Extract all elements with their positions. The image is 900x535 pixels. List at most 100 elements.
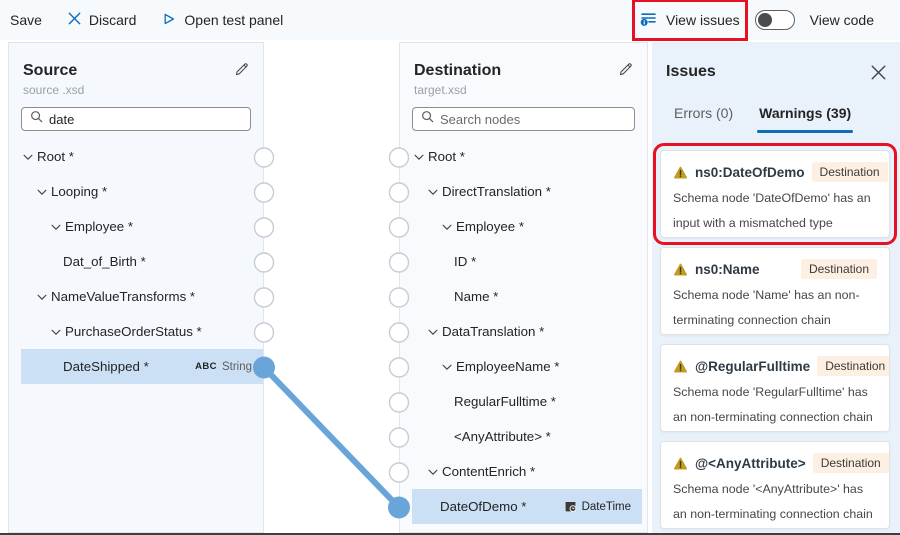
play-icon bbox=[162, 12, 176, 29]
data-type-badge: DateTime bbox=[564, 500, 642, 513]
issue-node-name: @RegularFulltime bbox=[695, 358, 811, 374]
close-icon[interactable] bbox=[871, 65, 886, 80]
view-code-toggle[interactable] bbox=[754, 10, 795, 30]
issue-message: Schema node 'RegularFulltime' has an non… bbox=[673, 385, 873, 424]
chevron-down-icon[interactable] bbox=[412, 150, 428, 164]
view-issues-button[interactable]: View issues bbox=[632, 0, 748, 41]
chevron-down-icon[interactable] bbox=[49, 325, 65, 339]
warning-icon bbox=[673, 262, 688, 277]
data-type-badge: ABC String bbox=[195, 361, 263, 373]
tree-node[interactable]: DirectTranslation * bbox=[412, 174, 642, 209]
open-test-panel-label: Open test panel bbox=[184, 12, 284, 28]
issue-node-name: @<AnyAttribute> bbox=[695, 455, 806, 471]
issue-message: Schema node 'Name' has an non-terminatin… bbox=[673, 288, 860, 327]
source-search-input[interactable] bbox=[49, 111, 242, 127]
destination-search-input[interactable] bbox=[440, 111, 626, 127]
tree-node[interactable]: NameValueTransforms * bbox=[21, 279, 263, 314]
chevron-down-icon[interactable] bbox=[35, 185, 51, 199]
calendar-clock-icon bbox=[564, 500, 577, 513]
tree-node[interactable]: Employee * bbox=[21, 209, 263, 244]
tree-node-label: Root * bbox=[37, 149, 74, 164]
edit-source-schema-button[interactable] bbox=[234, 62, 249, 80]
issue-message: Schema node '<AnyAttribute>' has an non-… bbox=[673, 482, 873, 521]
tree-node[interactable]: Dat_of_Birth * bbox=[21, 244, 263, 279]
tree-node-label: DataTranslation * bbox=[442, 324, 545, 339]
chevron-down-icon[interactable] bbox=[426, 325, 442, 339]
tree-node-label: Employee * bbox=[65, 219, 133, 234]
tree-node-label: PurchaseOrderStatus * bbox=[65, 324, 202, 339]
tree-node-label: DateOfDemo * bbox=[440, 499, 527, 514]
issue-scope-badge: Destination bbox=[811, 162, 888, 182]
tree-node[interactable]: ID * bbox=[412, 244, 642, 279]
destination-panel-title: Destination bbox=[414, 62, 502, 79]
data-type-label: DateTime bbox=[581, 500, 631, 513]
chevron-down-icon[interactable] bbox=[440, 360, 456, 374]
open-test-panel-button[interactable]: Open test panel bbox=[162, 7, 283, 33]
tree-node[interactable]: PurchaseOrderStatus * bbox=[21, 314, 263, 349]
tree-node-label: EmployeeName * bbox=[456, 359, 560, 374]
tree-node[interactable]: <AnyAttribute> * bbox=[412, 419, 642, 454]
toggle-knob bbox=[757, 13, 772, 27]
search-icon bbox=[421, 110, 434, 128]
source-panel: Source source .xsd Root * Looping * Employ… bbox=[8, 42, 264, 533]
dismiss-icon bbox=[68, 12, 81, 28]
tree-node[interactable]: Root * bbox=[412, 139, 642, 174]
data-type-label: String bbox=[221, 360, 252, 373]
tree-node-label: RegularFulltime * bbox=[454, 394, 556, 409]
source-schema-filename: source .xsd bbox=[23, 83, 85, 97]
tree-node[interactable]: DataTranslation * bbox=[412, 314, 642, 349]
tab-errors[interactable]: Errors (0) bbox=[664, 102, 743, 124]
tree-node[interactable]: Employee * bbox=[412, 209, 642, 244]
warning-icon bbox=[673, 456, 688, 471]
issues-panel: Issues Errors (0)Warnings (39) ns0:DateO… bbox=[652, 42, 900, 533]
tree-node[interactable]: Looping * bbox=[21, 174, 263, 209]
tree-node[interactable]: DateOfDemo * DateTime bbox=[412, 489, 642, 524]
tree-node[interactable]: RegularFulltime * bbox=[412, 384, 642, 419]
tree-node-label: Employee * bbox=[456, 219, 524, 234]
tab-warnings[interactable]: Warnings (39) bbox=[749, 102, 861, 133]
tree-node-label: NameValueTransforms * bbox=[51, 289, 196, 304]
warning-icon bbox=[673, 359, 688, 374]
pencil-icon bbox=[234, 62, 249, 80]
destination-schema-filename: target.xsd bbox=[414, 83, 467, 97]
chevron-down-icon[interactable] bbox=[426, 465, 442, 479]
save-button[interactable]: Save bbox=[10, 7, 42, 33]
destination-tree: Root *DirectTranslation * Employee * ID * N… bbox=[400, 139, 647, 524]
chevron-down-icon[interactable] bbox=[426, 185, 442, 199]
tree-node-label: ID * bbox=[454, 254, 477, 269]
tree-node-label: Looping * bbox=[51, 184, 108, 199]
source-panel-title: Source bbox=[23, 62, 78, 79]
edit-destination-schema-button[interactable] bbox=[618, 62, 633, 80]
issues-tabs: Errors (0) Warnings (39) bbox=[652, 102, 900, 133]
destination-search-box bbox=[412, 107, 635, 131]
toolbar: Save Discard Open test panel bbox=[0, 0, 900, 41]
tree-node[interactable]: ContentEnrich * bbox=[412, 454, 642, 489]
chevron-down-icon[interactable] bbox=[35, 290, 51, 304]
abc-type-icon: ABC bbox=[195, 361, 217, 372]
view-code-label: View code bbox=[809, 12, 874, 28]
discard-button[interactable]: Discard bbox=[68, 7, 136, 33]
warning-icon bbox=[673, 165, 688, 180]
destination-panel: Destination target.xsd Root *DirectTrans… bbox=[399, 42, 648, 533]
tree-node[interactable]: Root * bbox=[21, 139, 263, 174]
connection-line[interactable] bbox=[261, 365, 402, 510]
issue-message: Schema node 'DateOfDemo' has an input wi… bbox=[673, 191, 871, 230]
chevron-down-icon[interactable] bbox=[440, 220, 456, 234]
tree-node[interactable]: Name * bbox=[412, 279, 642, 314]
tree-node-label: Dat_of_Birth * bbox=[63, 254, 146, 269]
view-issues-label: View issues bbox=[665, 12, 740, 28]
source-search-box bbox=[21, 107, 251, 131]
issue-node-name: ns0:Name bbox=[695, 261, 760, 277]
pencil-icon bbox=[618, 62, 633, 80]
discard-label: Discard bbox=[88, 12, 137, 28]
chevron-down-icon[interactable] bbox=[49, 220, 65, 234]
chevron-down-icon[interactable] bbox=[21, 150, 37, 164]
tree-node[interactable]: EmployeeName * bbox=[412, 349, 642, 384]
